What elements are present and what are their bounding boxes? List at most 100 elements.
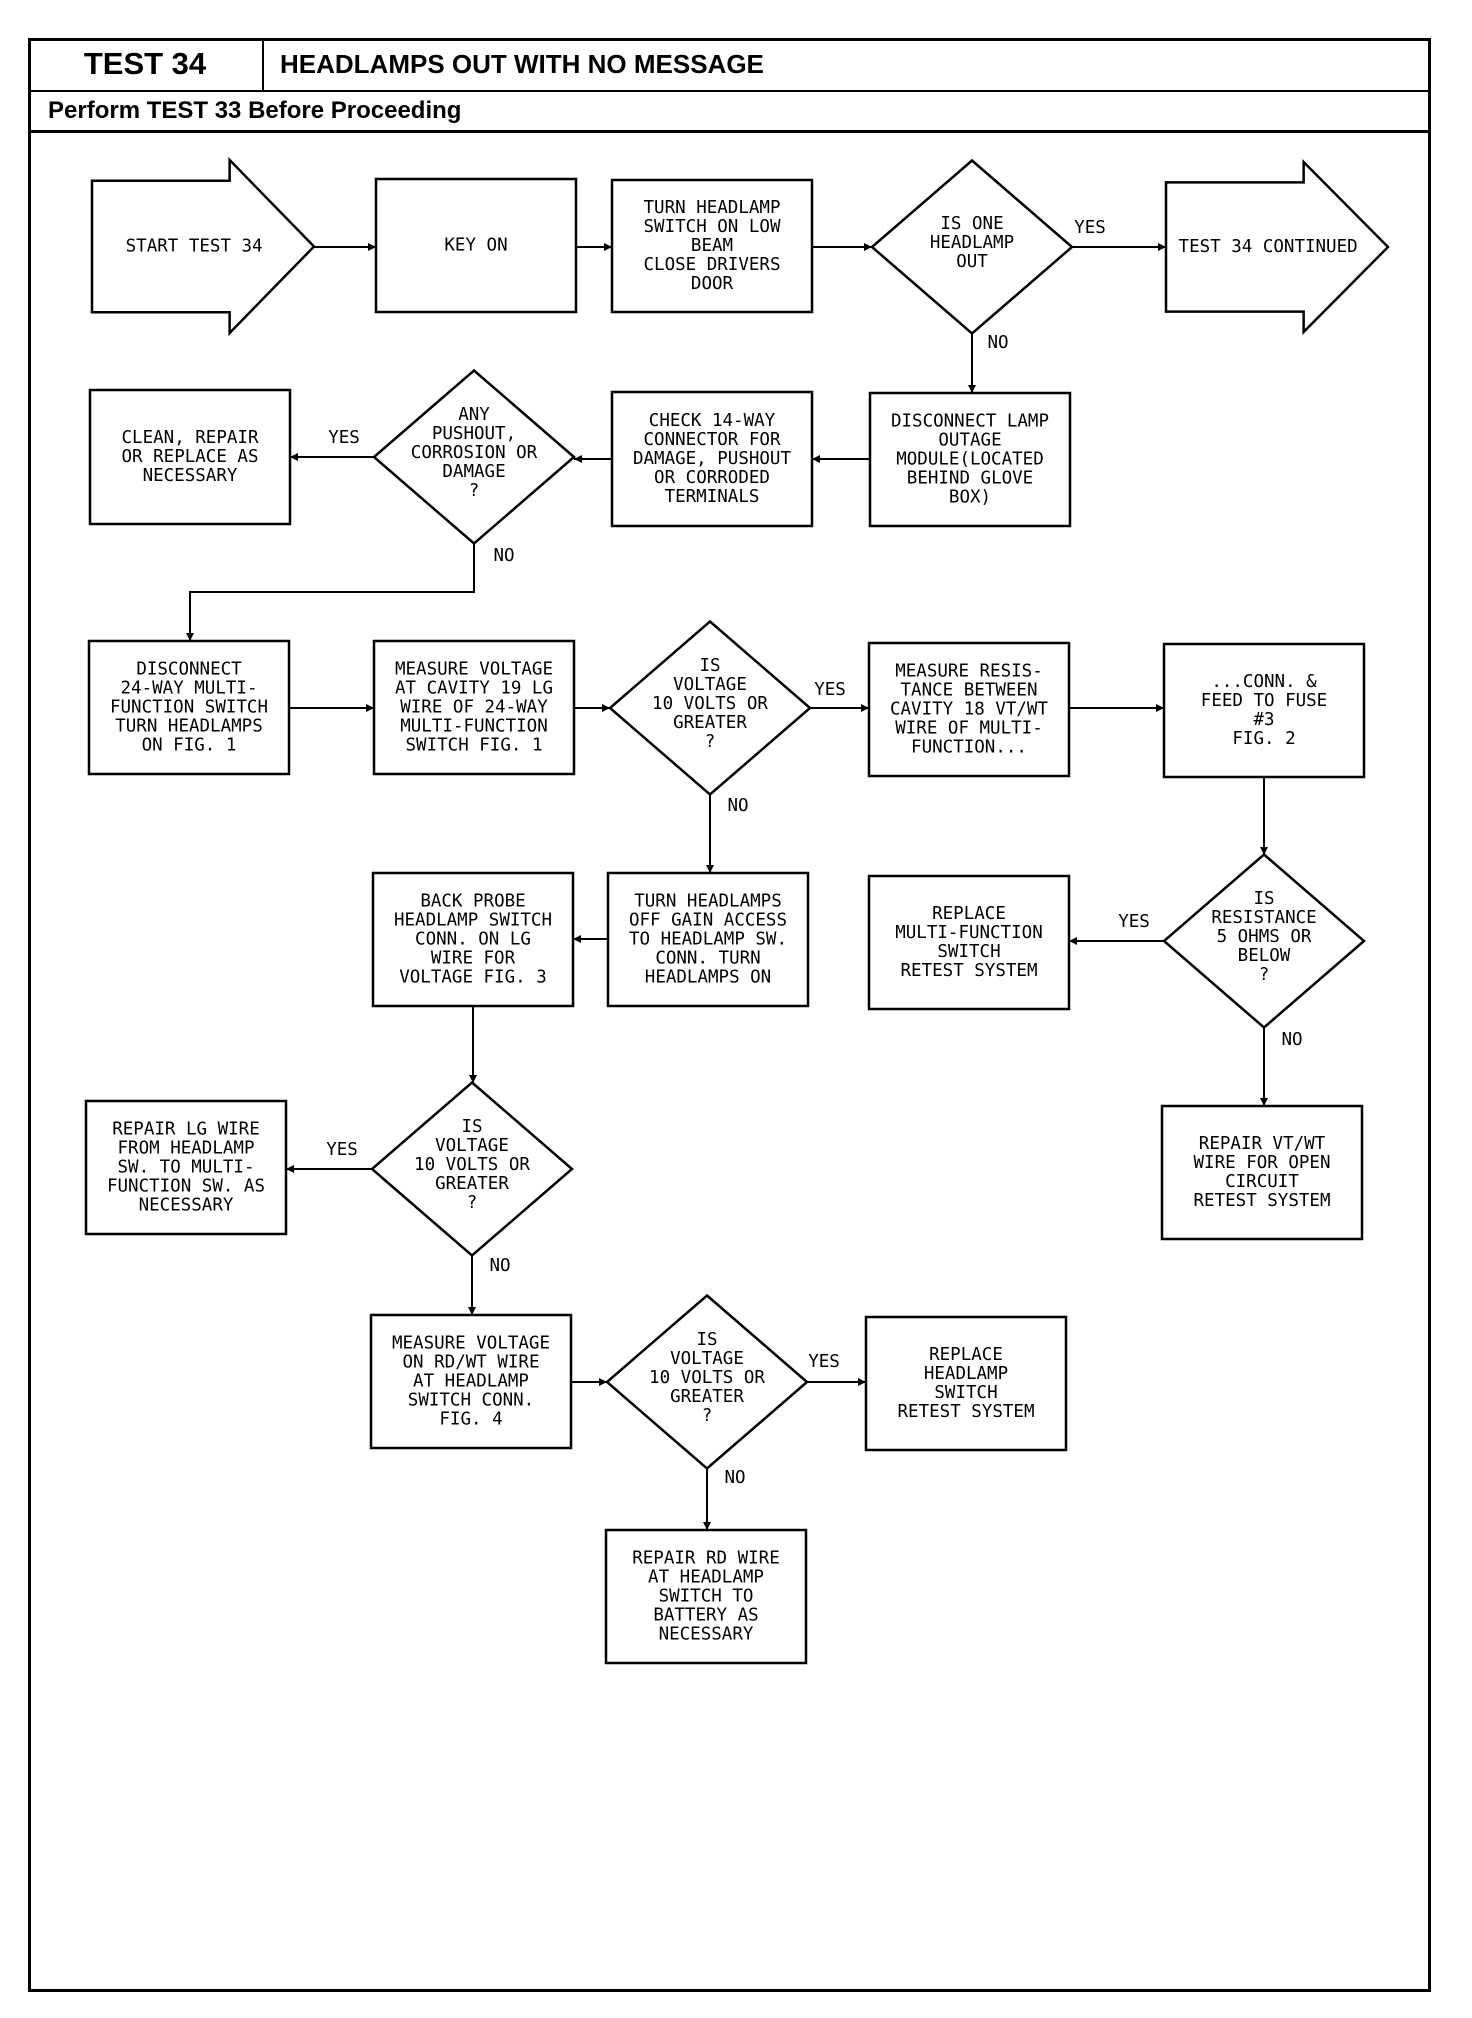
- node-conn-feed-line: #3: [1253, 710, 1274, 730]
- node-measure-v19-line: WIRE OF 24-WAY: [400, 698, 548, 718]
- node-disconnect-module-line: BOX): [949, 488, 991, 508]
- node-disconnect-module: DISCONNECT LAMPOUTAGEMODULE(LOCATEDBEHIN…: [868, 391, 1072, 528]
- node-disconnect-24-line: DISCONNECT: [136, 660, 242, 680]
- node-conn-feed-line: FEED TO FUSE: [1201, 691, 1327, 711]
- node-is-v1-line: IS: [699, 656, 720, 676]
- node-turn-off-line: CONN. TURN: [655, 949, 760, 969]
- node-is-res-line: 5 OHMS OR: [1217, 927, 1312, 947]
- node-is-v2-line: ?: [467, 1193, 478, 1213]
- node-measure-rd-line: AT HEADLAMP: [413, 1372, 529, 1392]
- node-repair-vt-line: REPAIR VT/WT: [1199, 1134, 1326, 1154]
- edge-label-no: NO: [724, 1468, 745, 1488]
- edge-label-no: NO: [987, 333, 1008, 353]
- header: TEST 34 HEADLAMPS OUT WITH NO MESSAGE Pe…: [28, 38, 1431, 133]
- node-is-v2-line: GREATER: [435, 1174, 509, 1194]
- node-replace-hs-line: RETEST SYSTEM: [898, 1402, 1035, 1422]
- node-clean-repair-line: NECESSARY: [143, 466, 238, 486]
- edge-label-yes: YES: [1074, 218, 1106, 238]
- node-measure-res-line: FUNCTION...: [911, 738, 1027, 758]
- connector-arrow: [186, 543, 475, 641]
- node-turn-off-line: TO HEADLAMP SW.: [629, 930, 787, 950]
- node-is-v2-line: IS: [461, 1117, 482, 1137]
- node-one-out-line: HEADLAMP: [930, 233, 1014, 253]
- header-title-row: TEST 34 HEADLAMPS OUT WITH NO MESSAGE: [28, 38, 1431, 92]
- node-is-v2-line: VOLTAGE: [435, 1136, 509, 1156]
- node-repair-lg-line: NECESSARY: [139, 1196, 234, 1216]
- edge-label-yes: YES: [326, 1140, 358, 1160]
- node-is-v3-line: GREATER: [670, 1387, 744, 1407]
- node-continued: TEST 34 CONTINUED: [1164, 158, 1390, 336]
- node-one-out-line: OUT: [956, 252, 988, 272]
- node-replace-mfs-line: RETEST SYSTEM: [901, 961, 1038, 981]
- node-disconnect-24-line: 24-WAY MULTI-: [121, 679, 258, 699]
- edge-label-yes: YES: [328, 428, 360, 448]
- node-measure-res-line: WIRE OF MULTI-: [895, 719, 1043, 739]
- node-back-probe-line: WIRE FOR: [431, 949, 516, 969]
- edge-label-no: NO: [489, 1256, 510, 1276]
- test-id: TEST 34: [28, 38, 264, 90]
- node-replace-mfs-line: REPLACE: [932, 904, 1006, 924]
- node-disconnect-24-line: FUNCTION SWITCH: [110, 698, 268, 718]
- edge-label-no: NO: [1281, 1030, 1302, 1050]
- node-conn-feed-line: FIG. 2: [1232, 729, 1295, 749]
- node-repair-rd-line: NECESSARY: [659, 1625, 754, 1645]
- node-start-line: START TEST 34: [126, 237, 263, 257]
- node-measure-rd-line: ON RD/WT WIRE: [403, 1353, 540, 1373]
- edge-label-no: NO: [493, 546, 514, 566]
- node-repair-lg-line: SW. TO MULTI-: [118, 1158, 255, 1178]
- node-repair-lg-line: REPAIR LG WIRE: [112, 1120, 260, 1140]
- node-repair-lg-line: FROM HEADLAMP: [118, 1139, 255, 1159]
- node-disconnect-24-line: ON FIG. 1: [142, 736, 237, 756]
- edge-label-no: NO: [727, 796, 748, 816]
- node-back-probe-line: BACK PROBE: [420, 892, 525, 912]
- node-disconnect-24-line: TURN HEADLAMPS: [115, 717, 263, 737]
- node-turn-off-line: OFF GAIN ACCESS: [629, 911, 787, 931]
- node-is-res-line: RESISTANCE: [1211, 908, 1316, 928]
- node-is-v2-line: 10 VOLTS OR: [414, 1155, 530, 1175]
- node-one-out-line: IS ONE: [940, 214, 1003, 234]
- node-key-on-line: KEY ON: [444, 236, 507, 256]
- node-clean-repair-line: CLEAN, REPAIR: [122, 428, 259, 448]
- node-measure-v19-line: SWITCH FIG. 1: [406, 736, 543, 756]
- node-repair-rd-line: REPAIR RD WIRE: [632, 1549, 780, 1569]
- node-is-v3-line: VOLTAGE: [670, 1349, 744, 1369]
- node-is-v1-line: 10 VOLTS OR: [652, 694, 768, 714]
- node-disconnect-module-line: DISCONNECT LAMP: [891, 412, 1049, 432]
- node-any-pushout-line: PUSHOUT,: [432, 424, 516, 444]
- node-repair-vt-line: RETEST SYSTEM: [1194, 1191, 1331, 1211]
- node-any-pushout-line: DAMAGE: [442, 462, 505, 482]
- node-measure-rd-line: FIG. 4: [439, 1410, 502, 1430]
- node-check-connector-line: OR CORRODED: [654, 468, 770, 488]
- node-check-connector-line: CHECK 14-WAY: [649, 411, 776, 431]
- node-measure-v19-line: AT CAVITY 19 LG: [395, 679, 553, 699]
- node-clean-repair-line: OR REPLACE AS: [122, 447, 259, 467]
- node-measure-rd-line: SWITCH CONN.: [408, 1391, 534, 1411]
- node-any-pushout-line: ANY: [458, 405, 490, 425]
- node-is-res-line: ?: [1259, 965, 1270, 985]
- node-measure-res-line: MEASURE RESIS-: [895, 662, 1043, 682]
- node-is-res-line: IS: [1253, 889, 1274, 909]
- node-turn-switch-line: TURN HEADLAMP: [644, 198, 781, 218]
- edge-label-yes: YES: [814, 680, 846, 700]
- node-replace-hs-line: HEADLAMP: [924, 1364, 1008, 1384]
- node-is-v3-line: IS: [696, 1330, 717, 1350]
- node-turn-switch-line: CLOSE DRIVERS: [644, 255, 781, 275]
- node-repair-vt-line: CIRCUIT: [1225, 1172, 1299, 1192]
- node-is-v3-line: 10 VOLTS OR: [649, 1368, 765, 1388]
- edge-label-yes: YES: [1118, 912, 1150, 932]
